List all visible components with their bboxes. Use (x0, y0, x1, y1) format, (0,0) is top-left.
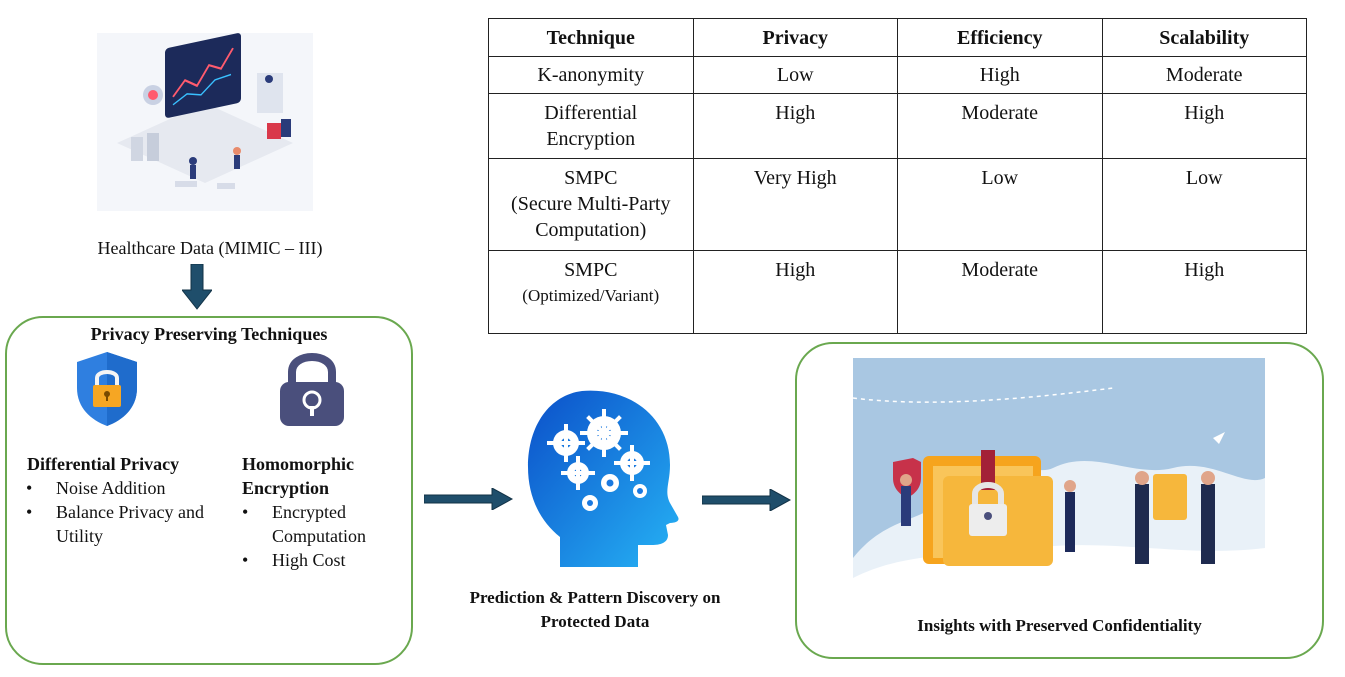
healthcare-data-label: Healthcare Data (MIMIC – III) (97, 238, 323, 258)
list-item: Balance Privacy and Utility (26, 500, 226, 548)
table-cell: High (692, 93, 898, 159)
healthcare-data-illustration (97, 33, 313, 211)
table-header: Privacy (692, 18, 898, 57)
table-row: K-anonymity Low High Moderate (488, 56, 1307, 94)
table-cell: SMPC (Optimized/Variant) (488, 250, 694, 334)
table-header-row: Technique Privacy Efficiency Scalability (488, 18, 1307, 57)
prediction-label-line2: Protected Data (540, 612, 650, 631)
table-cell: High (692, 250, 898, 334)
table-row: SMPC (Optimized/Variant) High Moderate H… (488, 250, 1307, 334)
table-cell: Very High (692, 158, 898, 251)
table-header: Efficiency (897, 18, 1103, 57)
table-cell: High (1101, 93, 1307, 159)
table-header: Technique (488, 18, 694, 57)
table-row: SMPC (Secure Multi-Party Computation) Ve… (488, 158, 1307, 251)
technique-line: Differential (544, 102, 638, 124)
differential-privacy-list: Noise Addition Balance Privacy and Utili… (26, 476, 226, 548)
technique-line: SMPC (564, 167, 618, 189)
right-arrow-icon (423, 487, 514, 511)
table-header: Scalability (1101, 18, 1307, 57)
differential-privacy-title: Differential Privacy (27, 454, 180, 474)
list-item: Encrypted Computation (242, 500, 412, 548)
confidential-folder-illustration (853, 358, 1265, 600)
table-cell: K-anonymity (488, 56, 694, 94)
homomorphic-encryption-list: Encrypted Computation High Cost (242, 500, 412, 572)
table-cell: Moderate (897, 93, 1103, 159)
brain-gears-icon (520, 387, 680, 569)
table-cell: Moderate (897, 250, 1103, 334)
table-cell: Low (1101, 158, 1307, 251)
table-cell: Low (692, 56, 898, 94)
privacy-techniques-title: Privacy Preserving Techniques (90, 324, 328, 344)
shield-lock-icon (73, 350, 141, 428)
homomorphic-encryption-title: Homomorphic Encryption (242, 454, 354, 498)
technique-line: Encryption (546, 128, 636, 150)
technique-line: Computation) (535, 219, 647, 241)
comparison-table: Technique Privacy Efficiency Scalability… (488, 18, 1307, 334)
insights-label: Insights with Preserved Confidentiality (917, 616, 1202, 635)
list-item: Noise Addition (26, 476, 226, 500)
table-row: Differential Encryption High Moderate Hi… (488, 93, 1307, 159)
prediction-label: Prediction & Pattern Discovery on Protec… (440, 586, 750, 634)
down-arrow-icon (180, 263, 214, 310)
table-cell: SMPC (Secure Multi-Party Computation) (488, 158, 694, 251)
technique-line: (Secure Multi-Party (511, 193, 671, 215)
table-cell: Low (897, 158, 1103, 251)
list-item: High Cost (242, 548, 412, 572)
right-arrow-icon (701, 488, 792, 512)
technique-line: (Optimized/Variant) (522, 286, 660, 305)
table-cell: Moderate (1101, 56, 1307, 94)
technique-line: SMPC (564, 259, 618, 281)
padlock-icon (276, 350, 348, 428)
table-cell: High (897, 56, 1103, 94)
table-cell: Differential Encryption (488, 93, 694, 159)
table-cell: High (1101, 250, 1307, 334)
privacy-techniques-box (5, 316, 413, 665)
insights-box (795, 342, 1324, 659)
prediction-label-line1: Prediction & Pattern Discovery on (469, 588, 721, 607)
